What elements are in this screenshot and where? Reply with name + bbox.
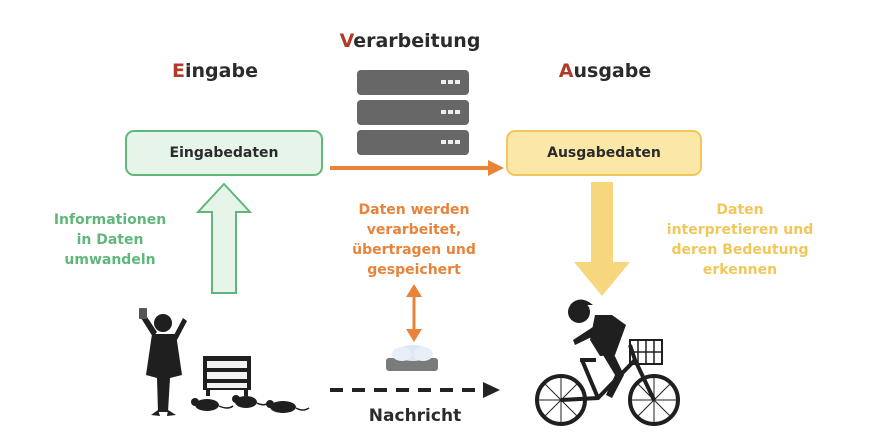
process-arrow-icon <box>330 160 504 176</box>
input-up-arrow-icon <box>195 182 253 294</box>
frightened-person-icon <box>139 308 187 416</box>
dresser-icon <box>203 356 251 396</box>
process-note-line: verarbeitet, <box>366 222 462 238</box>
header-process-initial: V <box>339 30 354 52</box>
header-input-rest: ingabe <box>185 60 258 82</box>
cyclist-icon <box>535 299 680 426</box>
header-process: Verarbeitung <box>310 30 510 52</box>
input-data-label: Eingabedaten <box>169 145 279 161</box>
header-process-rest: erarbeitung <box>353 30 481 52</box>
process-note: Daten werden verarbeitet, übertragen und… <box>336 200 492 280</box>
message-label: Nachricht <box>368 406 462 426</box>
server-stack-icon <box>357 70 469 155</box>
output-note: Daten interpretieren und deren Bedeutung… <box>650 200 830 280</box>
header-output-rest: usgabe <box>573 60 652 82</box>
output-note-line: Daten <box>716 202 764 218</box>
output-note-line: erkennen <box>702 262 778 278</box>
process-note-line: übertragen und <box>352 242 476 258</box>
output-data-label: Ausgabedaten <box>547 145 661 161</box>
output-down-arrow-icon <box>574 182 630 296</box>
header-output: Ausgabe <box>525 60 685 82</box>
output-data-box: Ausgabedaten <box>506 130 702 176</box>
cloud-device-icon <box>386 345 438 371</box>
input-note: Informationen in Daten umwandeln <box>35 210 185 270</box>
input-note-line: in Daten <box>76 232 144 248</box>
header-output-initial: A <box>558 60 574 82</box>
header-input-initial: E <box>172 60 186 82</box>
output-note-line: deren Bedeutung <box>671 242 809 258</box>
input-note-line: umwandeln <box>64 252 156 268</box>
input-data-box: Eingabedaten <box>125 130 323 176</box>
process-note-line: Daten werden <box>358 202 470 218</box>
output-note-line: interpretieren und <box>666 222 814 238</box>
double-arrow-icon <box>406 284 422 342</box>
process-note-line: gespeichert <box>367 262 461 278</box>
header-input: Eingabe <box>140 60 290 82</box>
message-arrow-icon <box>330 382 500 398</box>
rats-icon <box>191 395 310 413</box>
input-note-line: Informationen <box>53 212 167 228</box>
